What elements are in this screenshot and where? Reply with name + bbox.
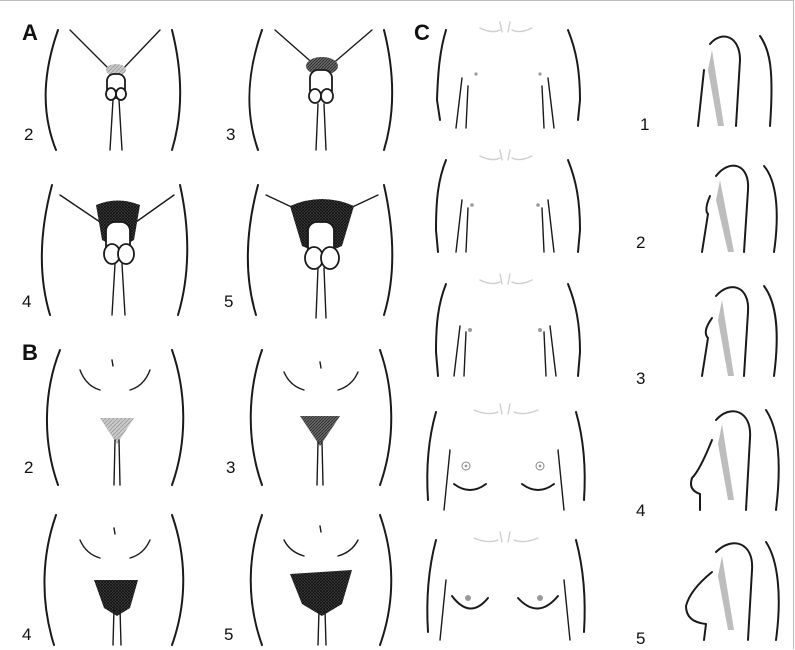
panel-b-letter: B <box>22 340 38 365</box>
panel-b-stage-2-figure <box>47 350 183 485</box>
panel-b-stage-4-figure <box>44 515 183 645</box>
pubic-hair-dense <box>94 580 138 616</box>
panel-b-stage-3-label: 3 <box>226 458 235 477</box>
panel-c-stage-2-label: 2 <box>636 233 645 252</box>
panel-a-stage-4-figure <box>42 185 187 315</box>
panel-a-stage-2-figure <box>46 30 181 150</box>
pubic-hair-medium <box>300 416 340 446</box>
panel-c-stage-2-front <box>436 150 580 252</box>
panel-c-stage-3-front <box>436 274 580 376</box>
panel-b-stage-3-figure <box>251 350 392 485</box>
panel-c-stage-5-label: 5 <box>636 629 645 648</box>
panel-c-stage-5-side <box>686 542 779 640</box>
panel-c-stage-2-side <box>702 166 777 252</box>
panel-a-stage-5-label: 5 <box>224 292 233 311</box>
panel-b-stage-5-label: 5 <box>224 625 233 644</box>
pubic-hair-very-dense <box>290 570 352 616</box>
panel-b-stage-5-figure <box>251 515 392 645</box>
panel-c-stage-3-label: 3 <box>636 369 645 388</box>
panel-a-letter: A <box>22 20 38 45</box>
panel-a-stage-3-label: 3 <box>226 125 235 144</box>
panel-b-stage-2-label: 2 <box>24 458 33 477</box>
panel-c-letter: C <box>414 20 430 45</box>
panel-b-stage-4-label: 4 <box>22 625 31 644</box>
panel-c-stage-1-label: 1 <box>640 115 649 134</box>
panel-c-stage-4-label: 4 <box>636 501 645 520</box>
panel-a-stage-5-figure <box>248 185 392 318</box>
pubic-hair-light <box>100 418 134 444</box>
panel-a-stage-3-figure <box>249 30 392 150</box>
panel-a-stage-4-label: 4 <box>22 292 31 311</box>
panel-c-stage-3-side <box>702 286 777 376</box>
panel-a-stage-2-label: 2 <box>24 125 33 144</box>
panel-c-stage-1-front <box>437 22 580 128</box>
panel-c-stage-1-side <box>698 36 772 126</box>
panel-c-stage-4-front <box>427 404 584 510</box>
panel-c-stage-5-front <box>427 532 584 640</box>
panel-c-stage-4-side <box>691 410 779 510</box>
